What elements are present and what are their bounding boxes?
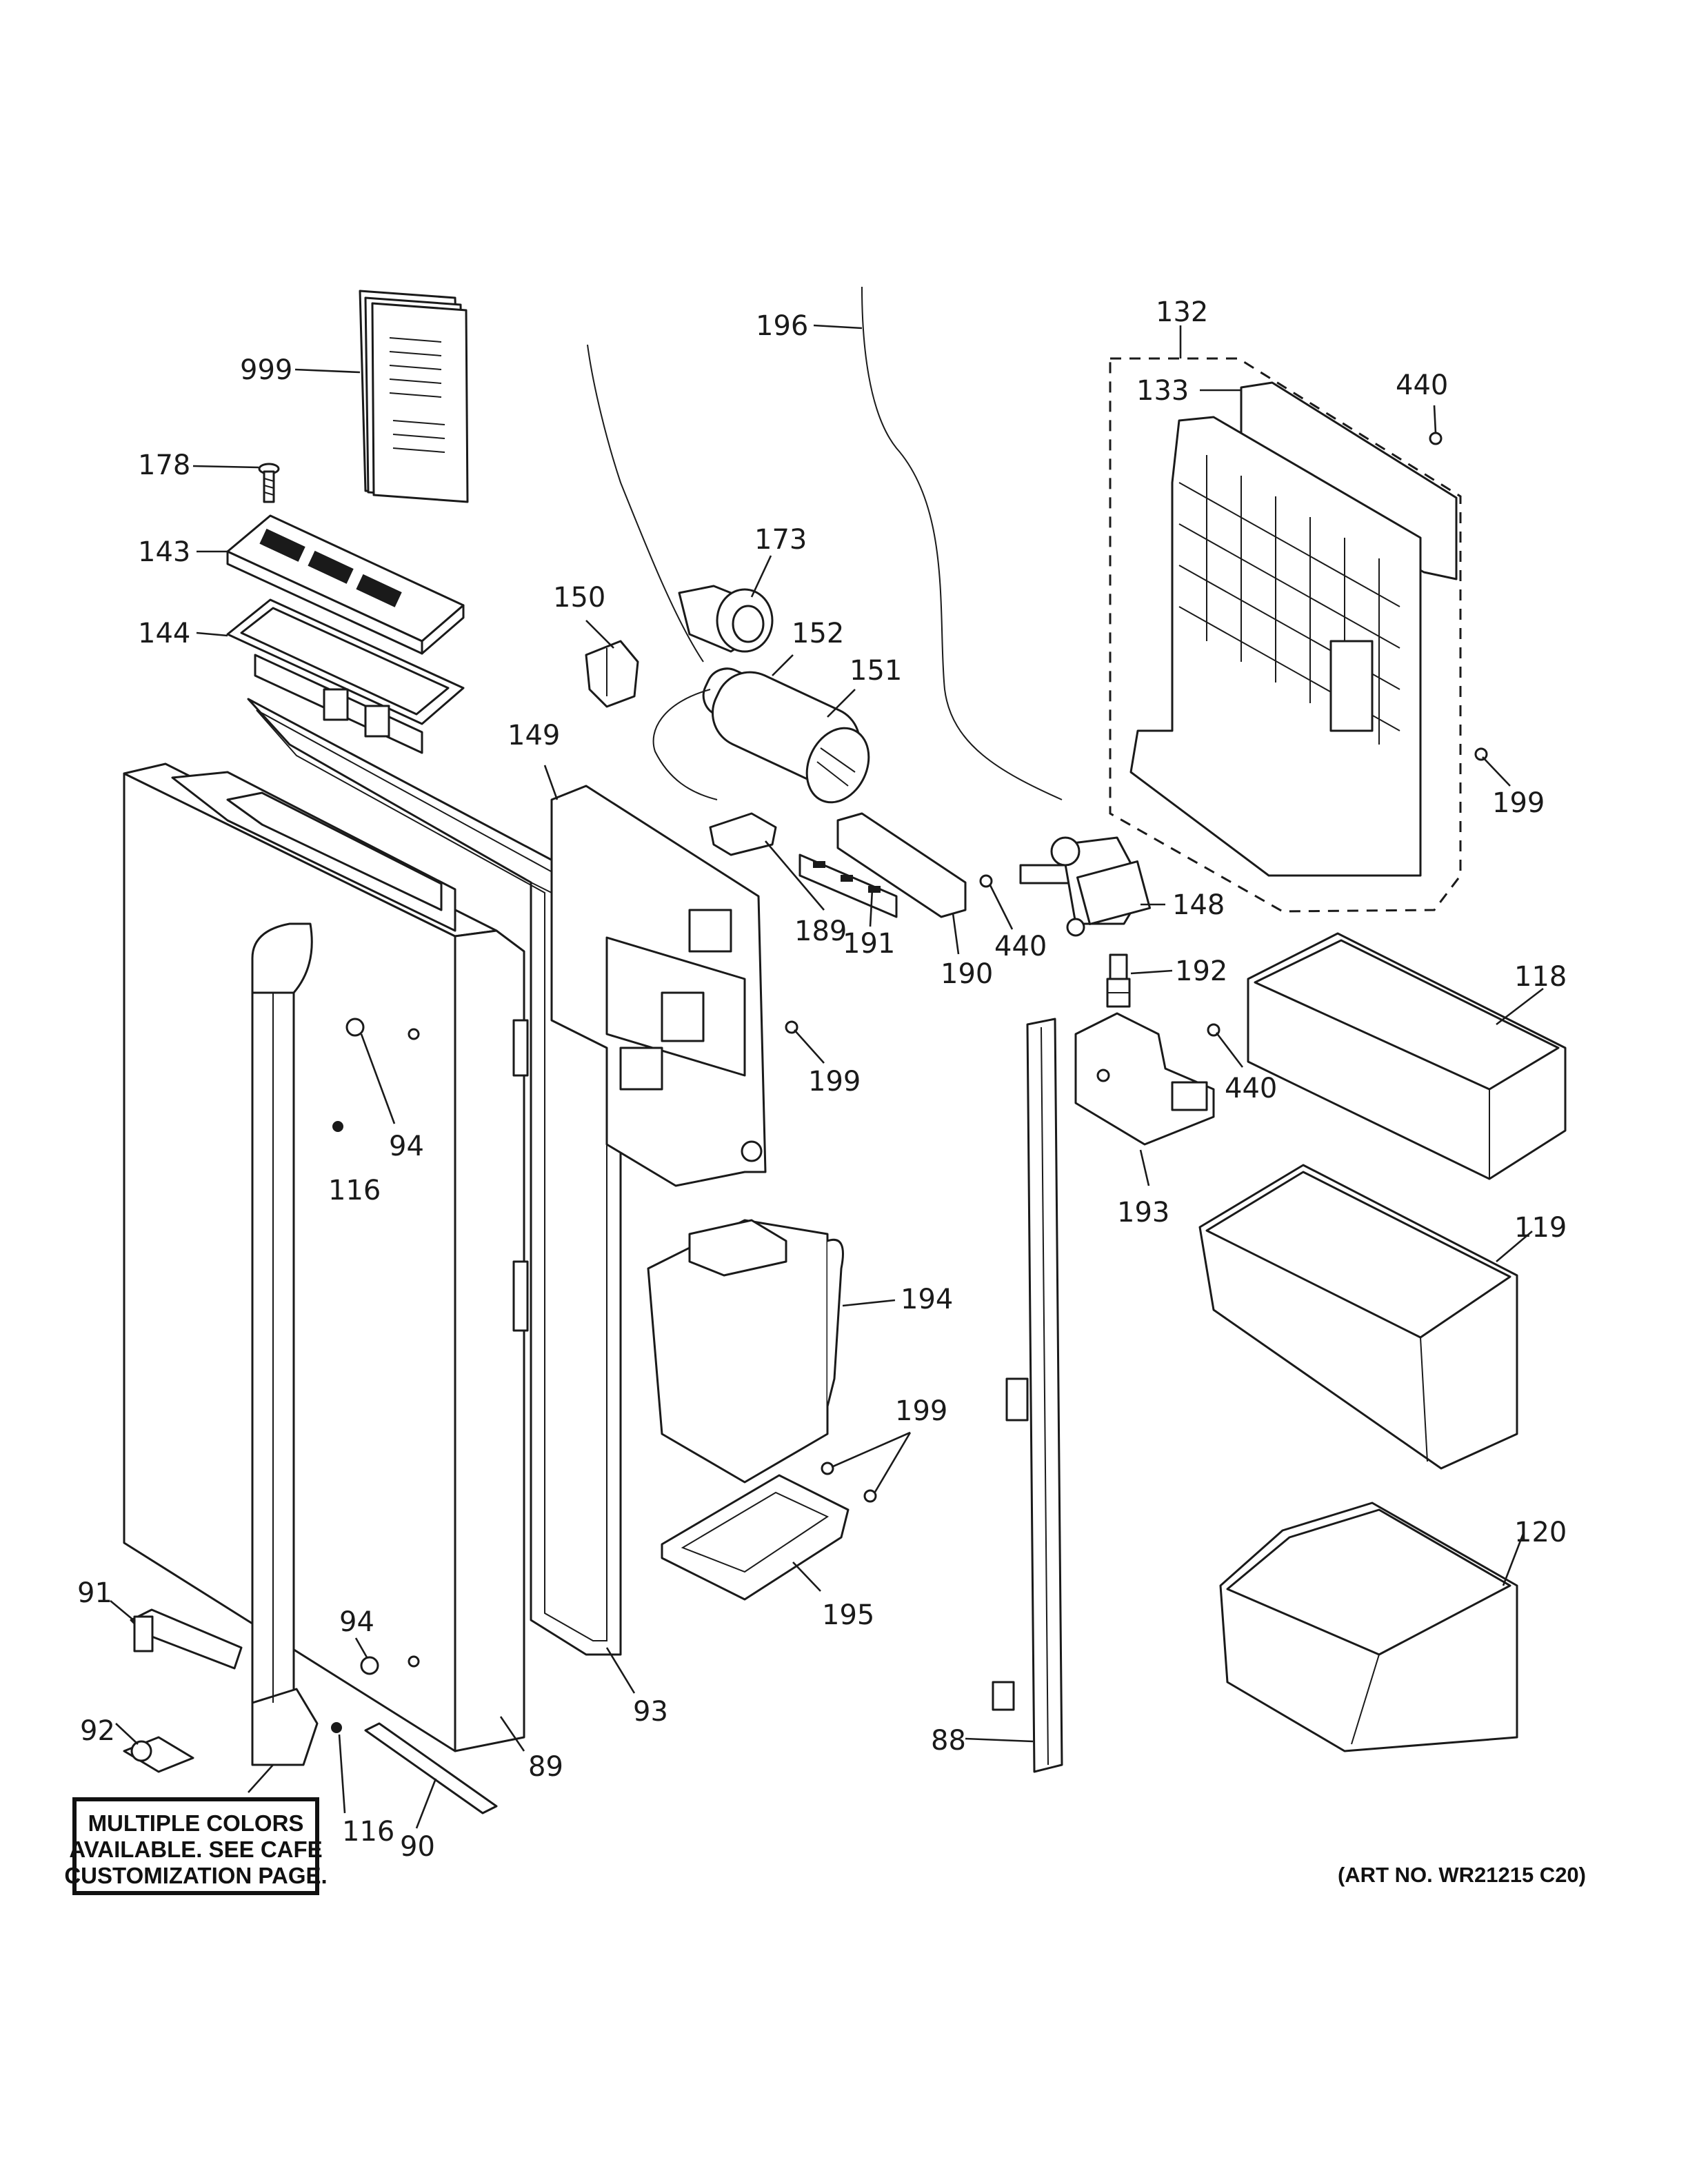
callout-116-a: 116 [328,1175,381,1206]
callout-118: 118 [1514,961,1567,993]
callout-195: 195 [822,1599,874,1631]
note-line-1: MULTIPLE COLORS [88,1810,304,1836]
part-94-screw-b [360,1656,379,1675]
callout-190: 190 [941,958,993,990]
callout-94-b: 94 [339,1606,374,1638]
note-line-3: CUSTOMIZATION PAGE. [64,1863,327,1888]
leader-lines [110,324,1544,1829]
callout-119: 119 [1514,1212,1567,1244]
part-120-door-bin [1219,1502,1518,1752]
callout-189: 189 [794,916,847,947]
part-92-hinge-bracket [123,1736,194,1773]
part-91-hinge [130,1608,243,1670]
part-999-owners-manual [359,290,469,503]
callout-144: 144 [138,618,190,649]
callout-90: 90 [400,1831,435,1863]
callout-194: 194 [901,1284,953,1315]
callout-196: 196 [756,310,808,342]
callout-149: 149 [508,720,560,751]
part-150-clip [585,640,639,708]
callout-440-c: 440 [1225,1073,1277,1104]
multiple-colors-note: MULTIPLE COLORS AVAILABLE. SEE CAFE CUST… [64,1797,328,1895]
art-number: (ART NO. WR21215 C20) [1338,1863,1586,1887]
callout-199-a: 199 [1492,787,1545,819]
callout-191: 191 [843,928,895,960]
part-88-door-trim [992,1018,1063,1773]
part-94-screw-a [345,1018,365,1037]
callout-440-a: 440 [1396,370,1448,401]
callout-88: 88 [931,1725,966,1757]
callout-94-a: 94 [389,1131,424,1162]
callout-148: 148 [1172,889,1225,921]
part-149-dispenser-housing [550,785,767,1187]
callout-999: 999 [240,354,292,386]
callout-151: 151 [850,655,902,687]
screw-199-c [821,1462,877,1503]
callout-132: 132 [1156,296,1208,328]
part-195-drip-tray [661,1474,850,1601]
part-151-water-filter [712,671,870,804]
part-118-door-bin [1247,932,1567,1180]
screw-199-a [1474,747,1488,761]
part-190-board-housing [836,812,967,918]
callout-91: 91 [77,1577,112,1609]
callout-152: 152 [792,618,844,649]
part-89-door [123,762,529,1752]
callout-199-c: 199 [895,1395,947,1427]
part-173-filter-head [678,585,774,653]
callout-178: 178 [138,449,190,481]
part-ice-bucket-frame [1129,416,1422,877]
callout-192: 192 [1175,956,1227,987]
part-116-plug-a [332,1121,343,1132]
water-tubing [587,286,1063,800]
note-line-2: AVAILABLE. SEE CAFE [69,1837,322,1862]
callout-173: 173 [754,524,807,556]
screw-440-a [1429,432,1443,445]
callout-193: 193 [1117,1197,1169,1228]
callout-92: 92 [80,1715,115,1747]
part-119-door-bin [1198,1164,1518,1470]
callout-199-b: 199 [808,1066,861,1098]
callout-120: 120 [1514,1517,1567,1548]
callout-89: 89 [528,1751,563,1783]
part-193-dispenser-bracket [1074,1012,1215,1146]
callout-labels: 999 178 143 144 196 173 152 151 150 149 … [77,296,1567,1863]
callout-440-b: 440 [994,931,1047,962]
part-148-water-valve [1019,836,1152,937]
part-90-hinge-cover [364,1722,498,1814]
callout-116-b: 116 [342,1816,394,1848]
part-132-ice-bucket-assembly [1109,357,1462,913]
part-116-plug-b [331,1722,342,1733]
part-194-water-pitcher [647,1219,844,1484]
part-192-fitting [1106,953,1131,1008]
part-143-dispenser-cover [226,514,465,655]
part-178-screw [258,463,280,503]
callout-133: 133 [1136,375,1189,407]
callout-150: 150 [553,582,605,614]
part-189-switch [709,812,777,856]
callout-143: 143 [138,536,190,568]
callout-93: 93 [633,1696,668,1728]
screw-440-b [979,874,993,888]
part-144-control-frame [226,598,465,754]
